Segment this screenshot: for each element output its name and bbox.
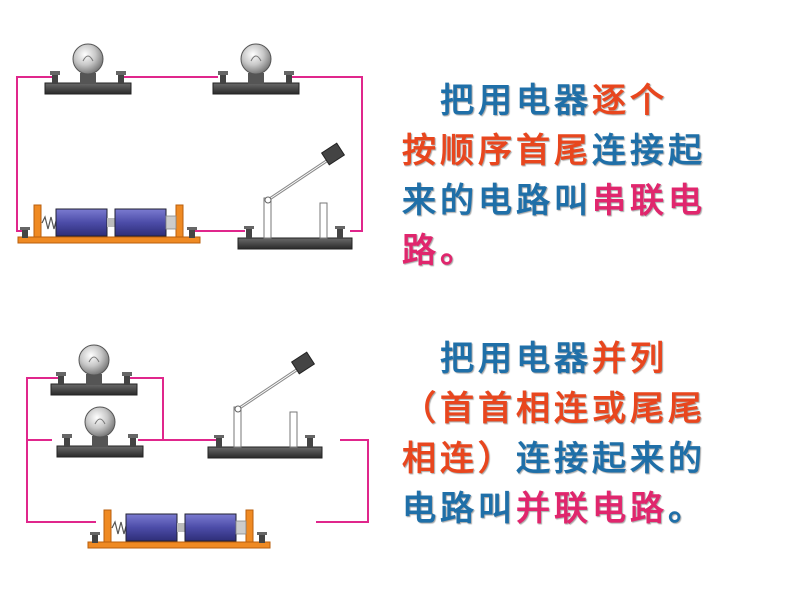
series-bulb-1 xyxy=(44,43,132,95)
parallel-line-4: 电路叫并联电路。 xyxy=(402,489,706,529)
parallel-bulb-2 xyxy=(56,406,144,458)
parallel-circuit-wires xyxy=(26,377,369,523)
parallel-line-1: 把用电器并列 xyxy=(402,339,668,379)
series-battery xyxy=(17,204,201,244)
series-line-3: 来的电路叫串联电 xyxy=(402,181,706,221)
series-circuit-definition: 把用电器逐个 按顺序首尾连接起 来的电路叫串联电 路。 xyxy=(402,76,792,276)
series-bulb-2 xyxy=(212,43,300,95)
parallel-switch xyxy=(206,350,324,460)
series-line-1: 把用电器逐个 xyxy=(402,81,668,121)
parallel-line-3: 相连）连接起来的 xyxy=(402,439,706,479)
parallel-line-2: （首首相连或尾尾 xyxy=(402,389,706,429)
series-line-4: 路。 xyxy=(402,231,478,271)
parallel-bulb-1 xyxy=(50,344,138,396)
parallel-battery xyxy=(87,509,271,549)
series-circuit xyxy=(16,43,363,251)
series-line-2: 按顺序首尾连接起 xyxy=(402,131,706,171)
series-switch xyxy=(236,141,354,251)
series-circuit-wires xyxy=(16,76,363,232)
parallel-circuit-definition: 把用电器并列 （首首相连或尾尾 相连）连接起来的 电路叫并联电路。 xyxy=(402,334,797,534)
parallel-circuit xyxy=(26,344,369,549)
circuit-diagrams xyxy=(16,43,369,549)
